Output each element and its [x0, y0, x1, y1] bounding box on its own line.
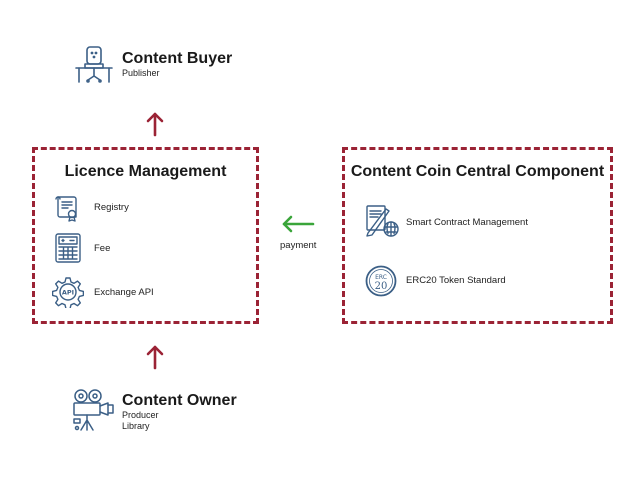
- erc20-label: ERC20 Token Standard: [406, 275, 506, 286]
- film-camera-icon: [70, 388, 116, 432]
- payment-arrow: [280, 215, 316, 238]
- registry-label: Registry: [94, 202, 129, 213]
- content-owner-library: Library: [122, 421, 150, 431]
- arrow-up-to-licence: [145, 344, 165, 375]
- content-buyer-subtitle: Publisher: [122, 68, 160, 78]
- api-gear-icon: API: [52, 276, 84, 308]
- central-component-title: Content Coin Central Component: [350, 163, 605, 180]
- calculator-icon: [54, 232, 82, 264]
- licence-management-title: Licence Management: [64, 163, 227, 180]
- content-buyer-title: Content Buyer: [122, 50, 233, 67]
- svg-text:API: API: [62, 289, 74, 297]
- erc-coin-text-bottom: 20: [375, 281, 388, 292]
- exchange-api-label: Exchange API: [94, 287, 154, 298]
- payment-label: payment: [280, 240, 317, 251]
- erc-coin-text-top: ERC: [375, 274, 387, 281]
- arrow-up-to-buyer: [145, 111, 165, 142]
- content-owner-producer: Producer: [122, 410, 159, 420]
- erc20-coin-icon: ERC 20: [364, 264, 398, 298]
- desk-chair-icon: [74, 44, 114, 86]
- content-owner-title: Content Owner: [122, 392, 237, 409]
- fee-label: Fee: [94, 243, 111, 254]
- smart-contract-label: Smart Contract Management: [406, 217, 528, 228]
- certificate-scroll-icon: [52, 193, 82, 223]
- contract-brain-icon: [364, 203, 400, 239]
- licence-management-box: Licence Management: [32, 147, 259, 324]
- central-component-box: Content Coin Central Component: [342, 147, 613, 324]
